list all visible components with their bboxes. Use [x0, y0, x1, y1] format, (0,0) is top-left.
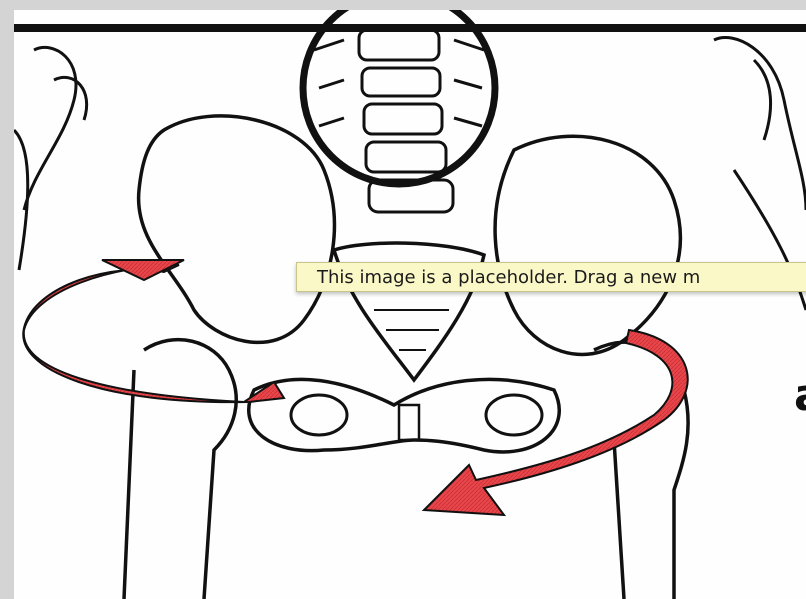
right-arm-sketch — [714, 38, 806, 211]
left-femur — [144, 340, 236, 599]
left-arm-sketch — [24, 47, 76, 210]
partial-glyph: a — [794, 370, 806, 421]
left-ilium — [139, 116, 335, 342]
placeholder-image[interactable]: a This image is a placeholder. Drag a ne… — [14, 10, 806, 599]
pelvis-illustration: a — [14, 10, 806, 599]
tooltip: This image is a placeholder. Drag a new … — [296, 262, 806, 292]
curved-arrow-icon — [23, 265, 284, 402]
right-ilium — [495, 136, 680, 354]
